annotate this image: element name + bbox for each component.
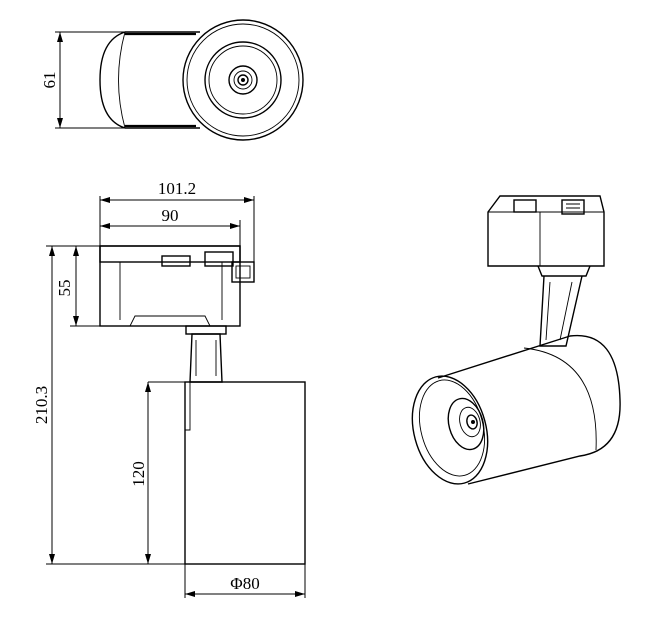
dim-90-arrow-left <box>100 223 110 229</box>
dim-2103-arrow-top <box>49 246 55 256</box>
dim-80-arrow-left <box>185 591 195 597</box>
front-view: 101.2 90 55 210.3 120 Φ80 <box>32 179 306 598</box>
dim-61-arrow-bottom <box>57 118 63 128</box>
iso-reflector <box>447 397 485 451</box>
top-view-reflector <box>204 41 282 119</box>
body-seam <box>185 382 191 431</box>
top-view-lens-inner <box>233 70 253 90</box>
iso-adapter-clip-1 <box>513 199 537 213</box>
top-view-led <box>237 74 249 86</box>
adapter-body <box>99 245 241 327</box>
dim-55-arrow-top <box>73 246 79 256</box>
iso-adapter-base <box>537 265 591 277</box>
dim-55-label: 55 <box>55 280 74 297</box>
stem <box>189 333 223 383</box>
iso-stem-lines <box>545 281 573 341</box>
stem-lines <box>195 340 217 376</box>
stem-collar <box>185 325 227 335</box>
dim-61-label: 61 <box>40 72 59 89</box>
dim-1012-arrow-left <box>100 197 110 203</box>
top-view-head-outer <box>182 19 304 141</box>
dim-1012-arrow-right <box>244 197 254 203</box>
adapter-top-plate <box>99 245 241 263</box>
iso-lens <box>459 406 481 438</box>
iso-led-dot <box>471 420 475 424</box>
dim-80-label: Φ80 <box>230 574 259 593</box>
top-view-head-rim <box>186 23 300 137</box>
iso-stem <box>539 275 583 347</box>
iso-adapter-clip-2 <box>561 199 585 215</box>
dim-80-arrow-right <box>295 591 305 597</box>
dim-55-arrow-bottom <box>73 316 79 326</box>
iso-led <box>466 414 478 430</box>
adapter-latch <box>231 261 255 283</box>
dim-120-label: 120 <box>129 461 148 487</box>
top-view-lens <box>228 65 258 95</box>
iso-body-outline <box>437 334 621 485</box>
dim-120-arrow-bottom <box>145 554 151 564</box>
body-cylinder <box>184 381 306 565</box>
dim-120-arrow-top <box>145 382 151 392</box>
dim-90-arrow-right <box>230 223 240 229</box>
dim-2103-label: 210.3 <box>32 386 51 424</box>
top-view-led-dot <box>241 78 245 82</box>
iso-view <box>411 195 621 485</box>
adapter-clip-1 <box>161 255 191 267</box>
iso-adapter-body <box>487 195 605 267</box>
top-view-reflector-inner <box>208 45 278 115</box>
dim-90-label: 90 <box>162 206 179 225</box>
top-view-rim <box>118 31 126 129</box>
dim-2103-arrow-bottom <box>49 554 55 564</box>
adapter-clip-2 <box>204 251 234 267</box>
iso-body-shade <box>523 347 597 451</box>
top-view: 61 <box>40 19 304 141</box>
dim-61-arrow-top <box>57 32 63 42</box>
iso-front-rim <box>411 375 489 485</box>
top-view-body <box>99 31 200 129</box>
adapter-latch-inner <box>235 265 251 279</box>
adapter-base <box>129 315 211 327</box>
iso-adapter-clip-lines <box>566 203 580 209</box>
dim-1012-label: 101.2 <box>158 179 196 198</box>
